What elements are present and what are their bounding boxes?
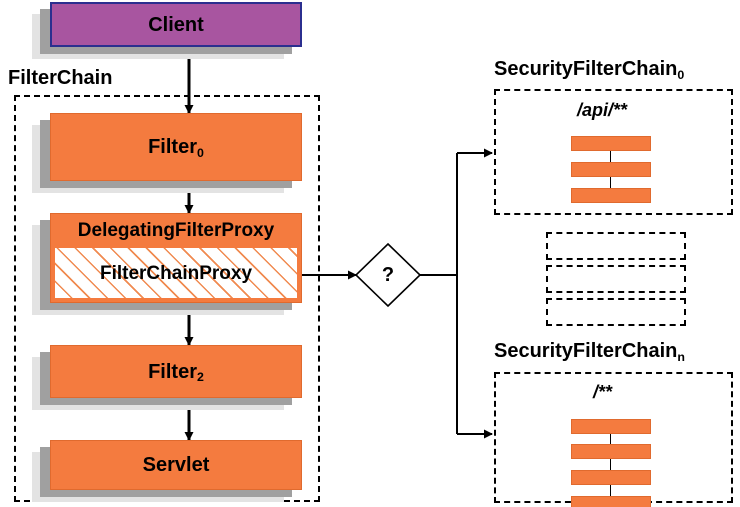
client-box[interactable]: Client — [50, 2, 302, 47]
security-filter-chain-0-label: SecurityFilterChain0 — [494, 58, 685, 82]
sfc0-filter-bar-3[interactable] — [571, 188, 651, 203]
security-filter-chain-n-label: SecurityFilterChainn — [494, 340, 685, 364]
delegating-filter-proxy-label: DelegatingFilterProxy — [77, 220, 275, 241]
servlet-box[interactable]: Servlet — [50, 440, 302, 490]
decision-diamond[interactable]: ? — [356, 244, 420, 306]
filter-0-box[interactable]: Filter0 — [50, 113, 302, 181]
sfcn-link-3 — [610, 485, 611, 497]
filter-0-label: Filter — [148, 136, 197, 158]
sfc0-filter-bar-2[interactable] — [571, 162, 651, 177]
servlet-node[interactable]: Servlet — [32, 440, 302, 502]
placeholder-chain-3 — [546, 298, 686, 326]
filter-2-sub: 2 — [197, 370, 204, 385]
sfcn-filter-bar-2[interactable] — [571, 444, 651, 459]
placeholder-chain-1 — [546, 232, 686, 260]
sfc0-filter-bar-1[interactable] — [571, 136, 651, 151]
sfcn-link-1 — [610, 433, 611, 445]
placeholder-chain-2 — [546, 265, 686, 293]
filter-2-box[interactable]: Filter2 — [50, 345, 302, 398]
sfc0-link-1 — [610, 150, 611, 162]
sfcn-link-2 — [610, 459, 611, 471]
filter-2-label: Filter — [148, 360, 197, 383]
security-filter-chain-n-container[interactable]: /** — [494, 372, 733, 507]
delegating-filter-proxy-node[interactable]: DelegatingFilterProxy FilterChainProxy — [32, 213, 302, 315]
filter-chain-proxy-box[interactable]: FilterChainProxy — [55, 248, 297, 298]
sfc0-sub: 0 — [677, 67, 685, 82]
filterchain-group-label: FilterChain — [8, 67, 113, 89]
security-filter-chain-n-pattern: /** — [593, 382, 613, 402]
hatch-pattern — [55, 248, 297, 298]
filter-0-sub: 0 — [197, 145, 204, 160]
sfcn-filter-bar-4[interactable] — [571, 496, 651, 507]
sfcn-filter-bar-3[interactable] — [571, 470, 651, 485]
delegating-filter-proxy-box[interactable]: DelegatingFilterProxy FilterChainProxy — [50, 213, 302, 303]
sfcn-name: SecurityFilterChain — [494, 340, 678, 362]
filter-2-node[interactable]: Filter2 — [32, 345, 302, 410]
filter-0-node[interactable]: Filter0 — [32, 113, 302, 193]
client-node[interactable]: Client — [32, 2, 302, 59]
security-filter-chain-0-container[interactable]: /api/** — [494, 89, 733, 215]
sfc0-link-2 — [610, 177, 611, 189]
sfc0-name: SecurityFilterChain — [494, 58, 678, 80]
filter-chain-proxy-label: FilterChainProxy — [99, 262, 253, 284]
decision-label: ? — [381, 263, 395, 286]
client-label: Client — [148, 13, 204, 36]
security-filter-chain-0-pattern: /api/** — [577, 100, 628, 120]
sfcn-filter-bar-1[interactable] — [571, 419, 651, 434]
servlet-label: Servlet — [142, 454, 210, 476]
sfcn-sub: n — [677, 349, 685, 364]
